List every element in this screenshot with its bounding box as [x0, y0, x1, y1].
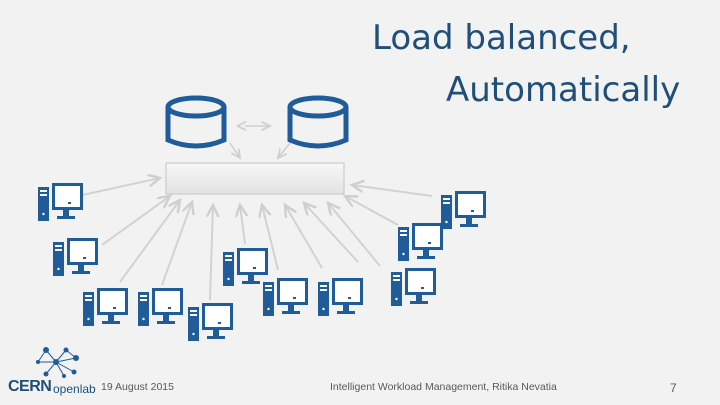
title-line-1: Load balanced, — [372, 18, 631, 58]
logo-openlab-text: openlab — [53, 382, 96, 396]
computer-icon-7 — [263, 278, 308, 316]
arrow-ws-1 — [77, 178, 160, 197]
arrow-ws-8 — [285, 205, 323, 269]
arrow-ws-5 — [210, 205, 213, 301]
computer-icon-4 — [138, 288, 183, 326]
computer-icon-5 — [188, 303, 233, 341]
arrow-ws-3 — [119, 200, 180, 283]
database-icon-2 — [287, 95, 349, 149]
computer-icon-9 — [391, 268, 436, 306]
arrow-ws-7 — [262, 205, 279, 271]
load-balancer-box — [165, 162, 345, 195]
arrow-ws-4 — [161, 202, 192, 286]
footer-date: 19 August 2015 — [101, 381, 174, 393]
page-number: 7 — [670, 381, 677, 395]
computer-icon-3 — [83, 288, 128, 326]
computer-icon-6 — [223, 248, 268, 286]
footer-presentation-title: Intelligent Workload Management, Ritika … — [330, 381, 557, 393]
arrow-ws-6 — [240, 205, 245, 245]
computer-icon-2 — [53, 238, 98, 276]
computer-icon-10 — [398, 223, 443, 261]
workstation-arrows — [77, 178, 433, 301]
logo-network-icon — [36, 347, 79, 378]
title-line-2: Automatically — [446, 70, 681, 110]
arrow-ws-11 — [345, 196, 399, 226]
database-icon-1 — [165, 95, 227, 149]
computer-icon-1 — [38, 183, 83, 221]
arrow-db1-balancer — [229, 142, 240, 158]
arrow-ws-2 — [101, 196, 170, 246]
computer-icon-8 — [318, 278, 363, 316]
computer-icon-11 — [441, 191, 486, 229]
logo-cern-text: CERN — [8, 378, 52, 395]
arrow-db2-balancer — [278, 142, 291, 158]
arrow-ws-9 — [304, 203, 359, 263]
arrow-ws-12 — [352, 185, 433, 197]
cern-openlab-logo: CERN openlab — [6, 344, 106, 400]
arrow-ws-10 — [328, 203, 381, 267]
